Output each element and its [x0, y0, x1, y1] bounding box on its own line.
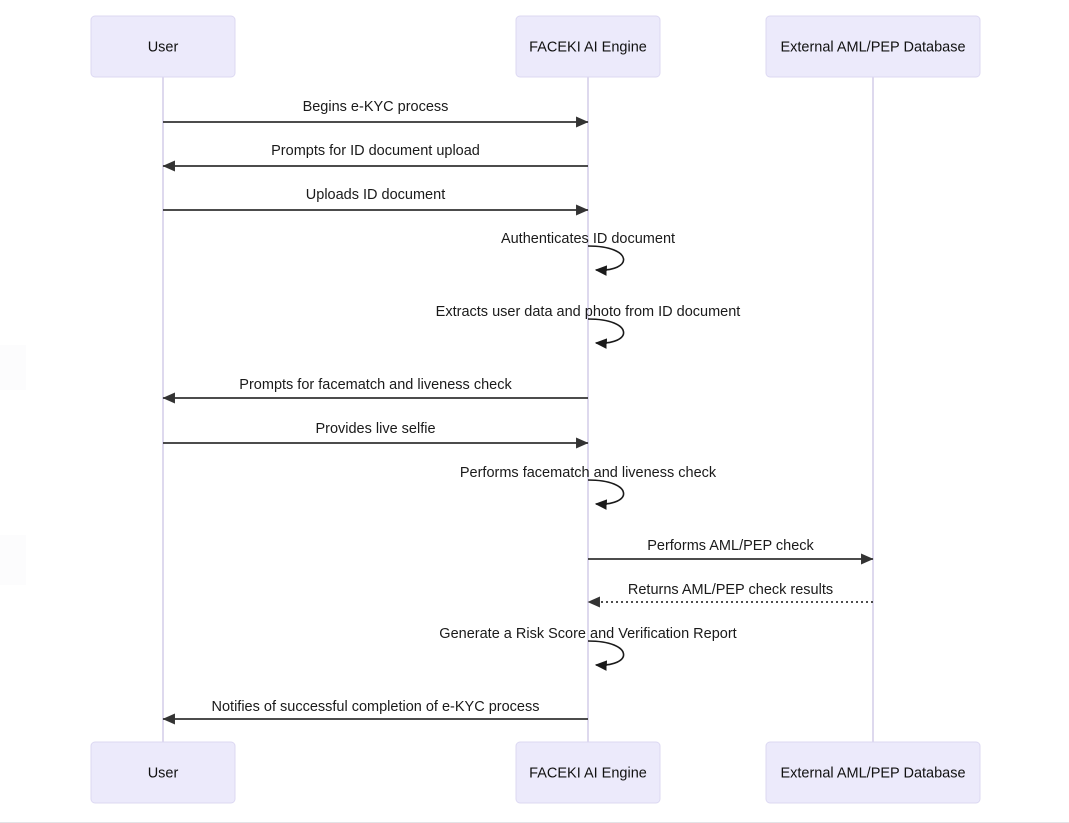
- actor-label-user-bottom: User: [148, 765, 179, 781]
- message-label-5: Extracts user data and photo from ID doc…: [436, 304, 741, 320]
- lifelines-group: [162, 77, 874, 742]
- actor-box-faceki-top[interactable]: [515, 15, 661, 78]
- self-message-arrow-5: [587, 318, 625, 349]
- message-label-3: Uploads ID document: [306, 187, 445, 203]
- message-label-6: Prompts for facematch and liveness check: [239, 377, 512, 393]
- actor-label-user-top: User: [148, 39, 179, 55]
- left-edge-strip-lower: [0, 535, 26, 585]
- message-label-1: Begins e-KYC process: [303, 99, 449, 115]
- left-edge-strip-upper: [0, 345, 26, 390]
- message-label-4: Authenticates ID document: [501, 231, 675, 247]
- actor-box-user-top[interactable]: [90, 15, 236, 78]
- actor-box-aml-bottom[interactable]: [765, 741, 981, 804]
- actor-label-faceki-bottom: FACEKI AI Engine: [529, 765, 647, 781]
- self-message-arrow-4: [587, 245, 625, 276]
- actor-label-faceki-top: FACEKI AI Engine: [529, 39, 647, 55]
- actor-label-aml-bottom: External AML/PEP Database: [780, 765, 965, 781]
- self-message-arrow-8: [587, 479, 625, 510]
- message-label-9: Performs AML/PEP check: [647, 538, 814, 554]
- message-label-7: Provides live selfie: [315, 421, 435, 437]
- actor-box-faceki-bottom[interactable]: [515, 741, 661, 804]
- message-label-11: Generate a Risk Score and Verification R…: [439, 626, 736, 642]
- message-label-12: Notifies of successful completion of e-K…: [212, 699, 540, 715]
- message-label-10: Returns AML/PEP check results: [628, 582, 833, 598]
- actor-box-aml-top[interactable]: [765, 15, 981, 78]
- actor-label-aml-top: External AML/PEP Database: [780, 39, 965, 55]
- actor-boxes-bottom: User FACEKI AI Engine External AML/PEP Dat…: [90, 741, 981, 804]
- message-label-2: Prompts for ID document upload: [271, 143, 480, 159]
- actor-box-user-bottom[interactable]: [90, 741, 236, 804]
- actor-boxes-top: User FACEKI AI Engine External AML/PEP Dat…: [90, 15, 981, 78]
- message-label-8: Performs facematch and liveness check: [460, 465, 717, 481]
- self-message-arrow-11: [587, 640, 625, 671]
